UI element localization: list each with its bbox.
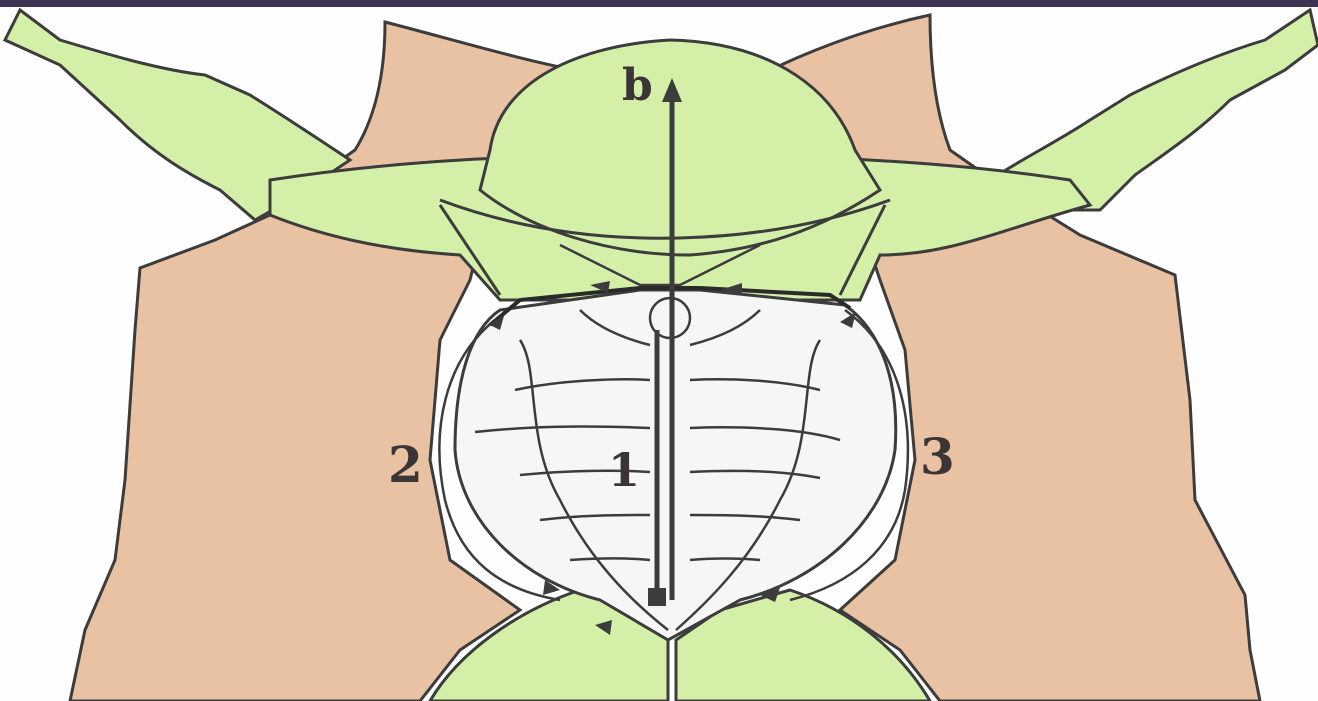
center-bar-end — [648, 588, 666, 606]
label-b: b — [622, 60, 653, 111]
label-1: 1 — [608, 443, 640, 497]
label-2: 2 — [388, 435, 423, 494]
label-3: 3 — [920, 427, 955, 486]
